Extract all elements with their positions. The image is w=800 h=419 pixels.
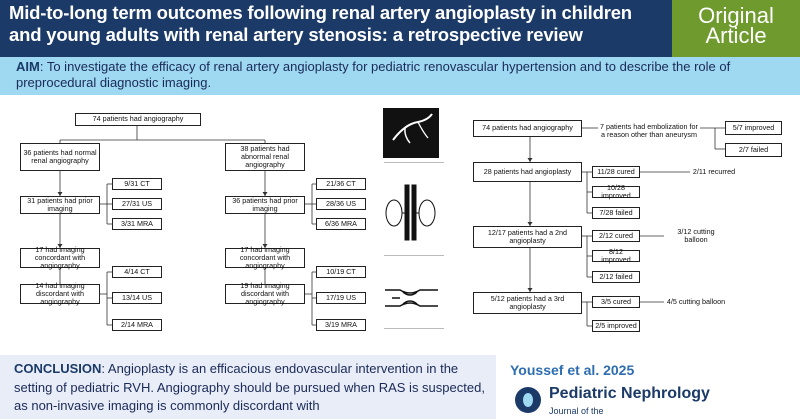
right-a2-cured-box: 2/12 cured	[592, 230, 640, 242]
left-normal-disc-stat-mra: 2/14 MRA	[112, 319, 162, 331]
left-abnormal-box: 38 patients had abnormal renal angiograp…	[225, 143, 305, 171]
left-normal-stat-mra: 3/31 MRA	[112, 218, 162, 230]
left-normal-prior-box: 31 patients had prior imaging	[20, 196, 100, 214]
image-caption-1	[384, 162, 444, 163]
image-caption-3	[384, 328, 444, 329]
left-normal-stat-us: 27/31 US	[112, 198, 162, 210]
right-a1-failed-box: 7/28 failed	[592, 207, 640, 219]
left-abnormal-stat-us: 28/36 US	[316, 198, 366, 210]
citation: Youssef et al. 2025	[510, 362, 635, 378]
right-second-box: 12/17 patients had a 2nd angioplasty	[473, 226, 582, 248]
left-abnormal-stat-mra: 6/36 MRA	[316, 218, 366, 230]
right-a3-improved-box: 2/5 improved	[592, 320, 640, 332]
right-third-box: 5/12 patients had a 3rd angioplasty	[473, 292, 582, 314]
left-normal-discordant-box: 14 had imaging discordant with angiograp…	[20, 281, 100, 306]
aim-label: AIM	[16, 59, 40, 74]
page-title: Mid-to-long term outcomes following rena…	[9, 2, 632, 45]
conclusion-band	[0, 355, 496, 419]
conclusion-label: CONCLUSION	[14, 361, 102, 376]
conclusion-body: : Angioplasty is an efficacious endovasc…	[14, 361, 485, 413]
right-embol-failed-box: 2/7 failed	[725, 143, 782, 157]
journal-emblem-icon	[515, 387, 541, 413]
right-a1-recurred-box: 2/11 recurred	[690, 166, 738, 178]
left-normal-disc-stat-us: 13/14 US	[112, 292, 162, 304]
right-embolization-box: 7 patients had embolization for a reason…	[598, 118, 700, 144]
left-abnormal-disc-stat-ct: 10/19 CT	[316, 266, 366, 278]
right-a1-improved-box: 10/28 improved	[592, 183, 640, 200]
journal-logo: Pediatric Nephrology Journal of the	[515, 385, 800, 419]
right-a3-cured-box: 3/5 cured	[592, 296, 640, 308]
left-abnormal-stat-ct: 21/36 CT	[316, 178, 366, 190]
left-abnormal-prior-box: 36 patients had prior imaging	[225, 196, 305, 214]
badge-line-2: Article	[705, 23, 767, 48]
aim-body: : To investigate the efficacy of renal a…	[16, 59, 731, 90]
conclusion-text: CONCLUSION: Angioplasty is an efficaciou…	[14, 360, 494, 416]
right-a2-balloon-box: 3/12 cutting balloon	[664, 227, 728, 244]
right-top-box: 74 patients had angiography	[473, 120, 582, 137]
image-caption-2	[384, 255, 444, 256]
right-embol-improved-box: 5/7 improved	[725, 121, 782, 135]
aim-text: AIM: To investigate the efficacy of rena…	[16, 59, 796, 91]
left-normal-stat-ct: 9/31 CT	[112, 178, 162, 190]
right-angioplasty-box: 28 patients had angioplasty	[473, 162, 582, 182]
journal-subtitle: Journal of the	[549, 406, 604, 416]
right-a3-balloon-box: 4/5 cutting balloon	[664, 296, 728, 308]
journal-name: Pediatric Nephrology	[549, 385, 710, 402]
left-abnormal-concordant-box: 17 had imaging concordant with angiograp…	[225, 245, 305, 270]
article-type-badge: Original Article	[672, 0, 800, 57]
right-a2-failed-box: 2/12 failed	[592, 271, 640, 283]
left-abnormal-discordant-box: 19 had imaging discordant with angiograp…	[225, 281, 305, 306]
badge-line-1: Original	[698, 3, 774, 28]
left-abnormal-disc-stat-mra: 3/19 MRA	[316, 319, 366, 331]
left-normal-concordant-box: 17 had imaging concordant with angiograp…	[20, 245, 100, 270]
left-normal-box: 36 patients had normal renal angiography	[20, 143, 100, 171]
left-normal-disc-stat-ct: 4/14 CT	[112, 266, 162, 278]
aim-band	[0, 57, 800, 95]
left-abnormal-disc-stat-us: 17/19 US	[316, 292, 366, 304]
right-a1-cured-box: 11/28 cured	[592, 166, 640, 178]
header-bar	[0, 0, 800, 57]
left-top-box: 74 patients had angiography	[75, 113, 201, 126]
right-a2-improved-box: 8/12 improved	[592, 247, 640, 264]
